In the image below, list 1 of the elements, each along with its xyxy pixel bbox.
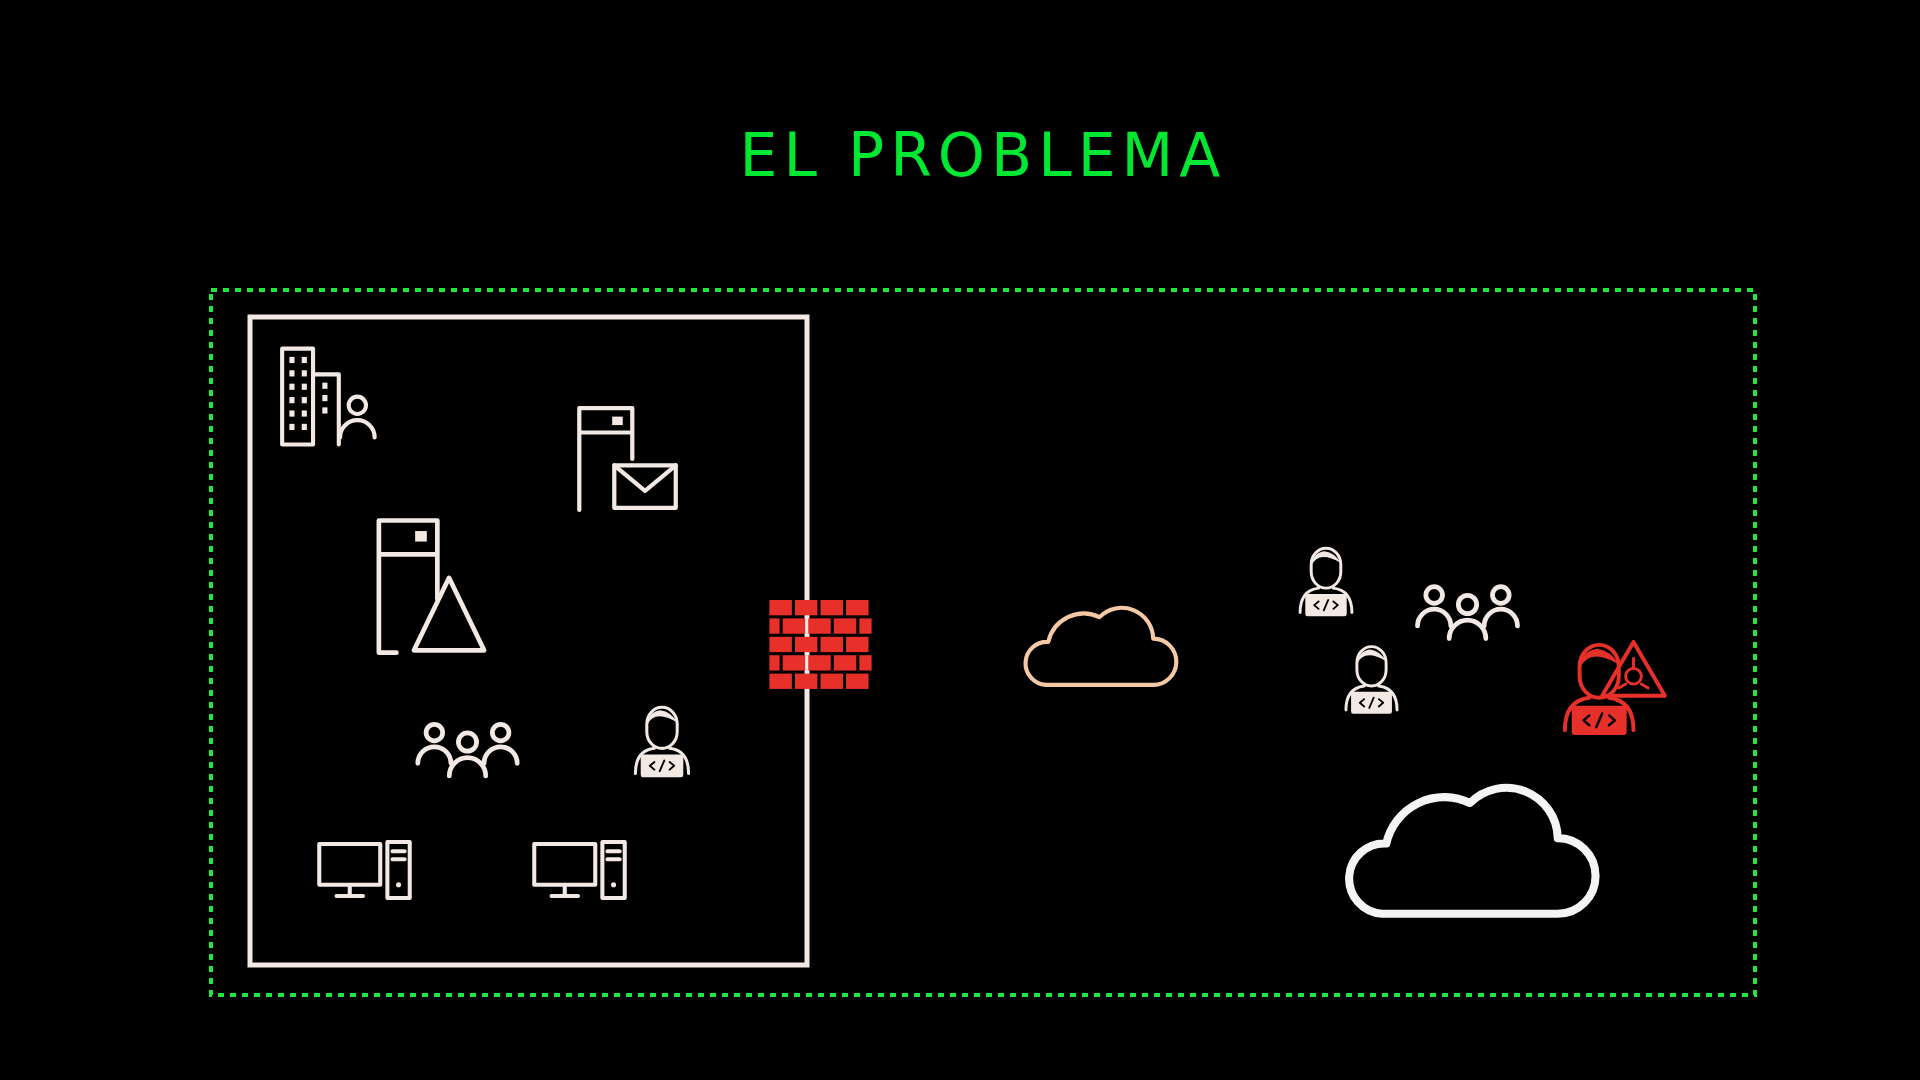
title: EL PROBLEMA (739, 120, 1227, 190)
